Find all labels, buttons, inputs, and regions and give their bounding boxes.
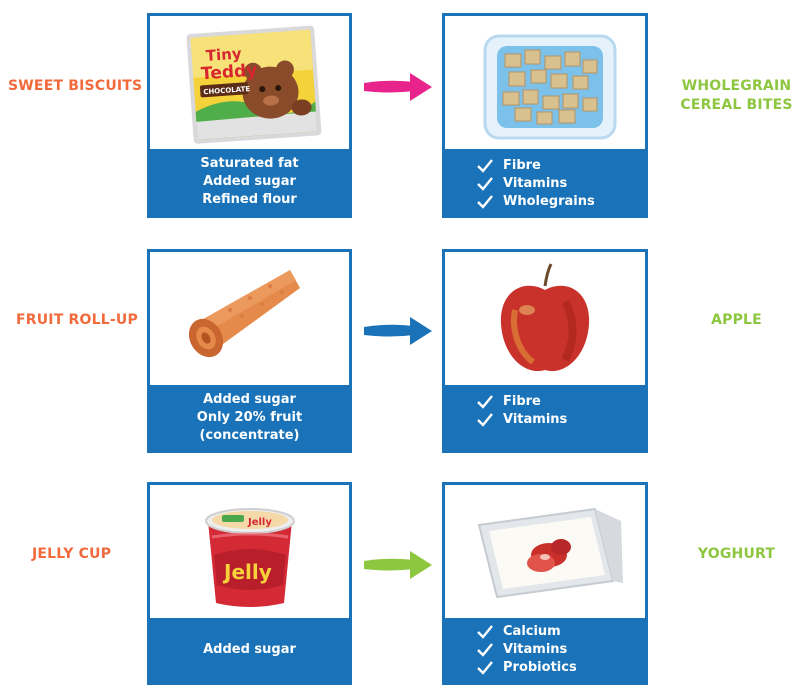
- label-line: CEREAL BITES: [680, 97, 793, 113]
- benefit-label: Probiotics: [503, 660, 577, 675]
- jelly-cup-image: Jelly Jelly: [150, 485, 349, 618]
- benefit-row: Vitamins: [477, 175, 645, 193]
- arrow-right-icon: [364, 551, 432, 579]
- benefit-label: Vitamins: [503, 642, 568, 657]
- arrow-right-icon: [364, 73, 432, 101]
- card-jelly-cup: Jelly Jelly Added sugar: [147, 482, 352, 685]
- benefit-row: Probiotics: [477, 659, 645, 677]
- yoghurt-container-image: [445, 485, 645, 618]
- label-jelly-cup: JELLY CUP: [32, 546, 112, 562]
- benefit-row: Vitamins: [477, 641, 645, 659]
- cup-brand-text: Jelly: [222, 560, 272, 584]
- label-line: APPLE: [711, 312, 762, 328]
- arrow-shaft: [364, 80, 414, 93]
- benefit-label: Vitamins: [503, 176, 568, 191]
- caption-sweet-biscuits: Saturated fat Added sugar Refined flour: [150, 149, 349, 215]
- benefit-label: Fibre: [503, 394, 541, 409]
- caption-line: Added sugar: [203, 174, 296, 189]
- card-sweet-biscuits: Tiny Teddy CHOCOLATE Saturated fat Added…: [147, 13, 352, 218]
- check-mark-icon: [477, 395, 493, 409]
- caption-line: (concentrate): [199, 427, 300, 443]
- apple-image: [445, 252, 645, 385]
- lid-brand-text: Jelly: [247, 517, 272, 528]
- label-wholegrain-cereal-bites: WHOLEGRAIN CEREAL BITES: [680, 77, 793, 115]
- card-fruit-roll-up: Added sugar Only 20% fruit (concentrate): [147, 249, 352, 453]
- caption-line: Added sugar: [203, 642, 296, 657]
- cereal-bites-container-image: [445, 16, 645, 149]
- caption-jelly-cup: Added sugar: [150, 618, 349, 682]
- caption-yoghurt: Calcium Vitamins Probiotics: [445, 618, 645, 682]
- card-apple: Fibre Vitamins: [442, 249, 648, 453]
- check-mark-icon: [477, 177, 493, 191]
- check-mark-icon: [477, 661, 493, 675]
- label-fruit-roll-up: FRUIT ROLL-UP: [16, 312, 138, 328]
- arrow-head: [410, 317, 432, 345]
- check-mark-icon: [477, 413, 493, 427]
- caption-fruit-roll-up: Added sugar Only 20% fruit (concentrate): [150, 385, 349, 450]
- benefit-label: Calcium: [503, 624, 561, 639]
- check-mark-icon: [477, 195, 493, 209]
- caption-line: Only 20% fruit: [196, 409, 303, 425]
- label-apple: APPLE: [680, 311, 793, 330]
- check-mark-icon: [477, 625, 493, 639]
- benefit-label: Fibre: [503, 158, 541, 173]
- benefit-label: Vitamins: [503, 412, 568, 427]
- pack-flavour-text: CHOCOLATE: [203, 85, 251, 96]
- arrow-head: [410, 73, 432, 101]
- pack-brand-text-teddy: Teddy: [200, 60, 258, 84]
- benefit-label: Wholegrains: [503, 194, 595, 209]
- arrow-shaft: [364, 558, 414, 571]
- arrow-right-icon: [364, 317, 432, 345]
- benefit-row: Fibre: [477, 393, 645, 411]
- label-yoghurt: YOGHURT: [680, 545, 793, 564]
- benefit-row: Wholegrains: [477, 193, 645, 211]
- caption-line: Added sugar: [203, 391, 296, 407]
- check-mark-icon: [477, 159, 493, 173]
- label-line: WHOLEGRAIN: [681, 78, 792, 94]
- benefit-row: Calcium: [477, 623, 645, 641]
- label-line: YOGHURT: [697, 546, 776, 562]
- fruit-roll-up-image: [150, 252, 349, 385]
- card-wholegrain-cereal-bites: Fibre Vitamins Wholegrains: [442, 13, 648, 218]
- card-yoghurt: Calcium Vitamins Probiotics: [442, 482, 648, 685]
- caption-wholegrain-cereal-bites: Fibre Vitamins Wholegrains: [445, 149, 645, 215]
- caption-line: Refined flour: [202, 192, 297, 207]
- caption-apple: Fibre Vitamins: [445, 385, 645, 450]
- benefit-row: Vitamins: [477, 411, 645, 429]
- check-mark-icon: [477, 643, 493, 657]
- benefit-row: Fibre: [477, 157, 645, 175]
- caption-line: Saturated fat: [200, 156, 299, 171]
- arrow-shaft: [364, 324, 414, 337]
- arrow-head: [410, 551, 432, 579]
- tiny-teddy-biscuit-pack-image: Tiny Teddy CHOCOLATE: [150, 16, 349, 149]
- label-sweet-biscuits: SWEET BISCUITS: [8, 78, 143, 94]
- pack-brand-text-tiny: Tiny: [205, 45, 242, 65]
